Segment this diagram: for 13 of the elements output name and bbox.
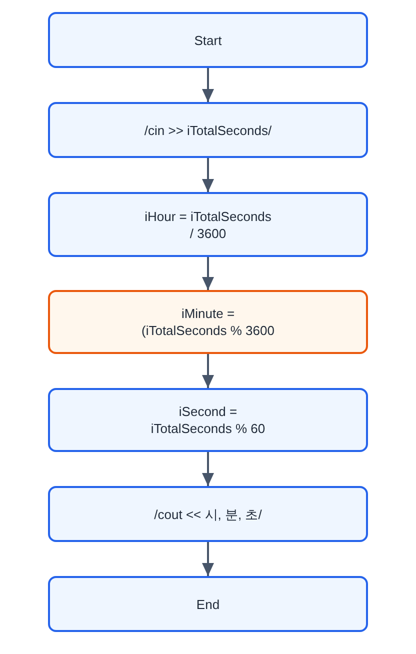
arrow	[202, 452, 214, 486]
process-box: iSecond = iTotalSeconds % 60	[48, 388, 368, 452]
process-box: /cout << 시, 분, 초/	[48, 486, 368, 542]
terminal-box: End	[48, 576, 368, 632]
arrow	[202, 542, 214, 576]
process-box: /cin >> iTotalSeconds/	[48, 102, 368, 158]
arrow	[202, 257, 214, 290]
process-box: iHour = iTotalSeconds / 3600	[48, 192, 368, 257]
arrow	[202, 158, 214, 192]
arrow	[202, 68, 214, 102]
process-box: iMinute = (iTotalSeconds % 3600	[48, 290, 368, 354]
terminal-box: Start	[48, 12, 368, 68]
arrow	[202, 354, 214, 388]
